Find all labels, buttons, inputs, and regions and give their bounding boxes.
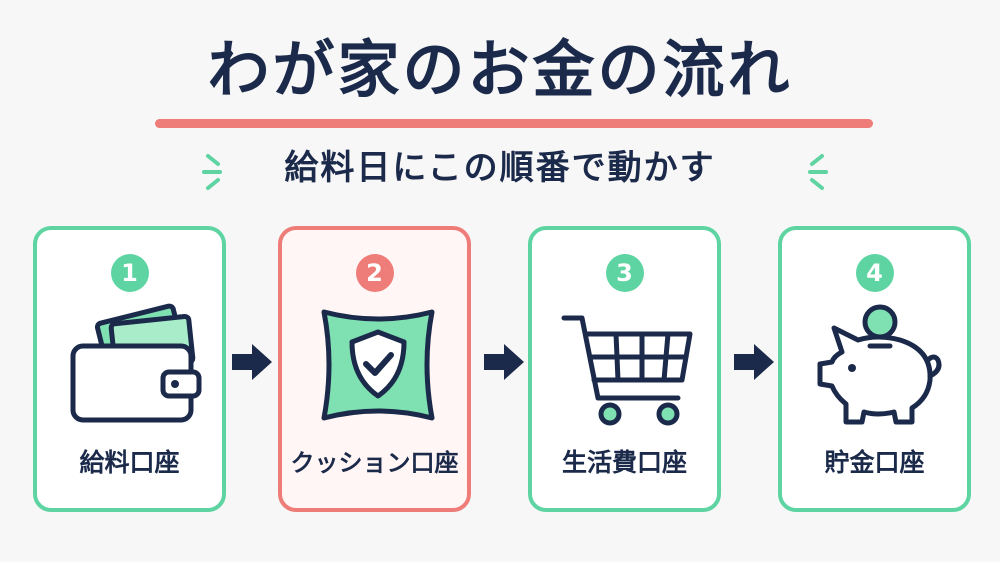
step-label-2: クッション口座: [290, 449, 459, 477]
step-label-4: 貯金口座: [824, 448, 925, 477]
shopping-cart-icon: [561, 315, 693, 426]
piggy-bank-icon: [817, 304, 942, 425]
right-sparkle-icon: [808, 154, 828, 190]
arrow-right-icon: [734, 344, 774, 380]
step-card-4: 4 貯金口座: [778, 226, 971, 512]
page-title: わが家のお金の流れ: [207, 33, 793, 106]
step-label-1: 給料口座: [79, 448, 180, 477]
step-card-1: 1 給料口座: [33, 226, 226, 512]
step-number-4: 4: [855, 254, 894, 292]
step-number-3: 3: [605, 254, 644, 292]
left-sparkle-icon: [202, 154, 222, 190]
step-card-3: 3 生活費口座: [528, 226, 721, 512]
shield-cushion-icon: [321, 309, 435, 421]
step-label-3: 生活費口座: [561, 448, 687, 477]
wallet-icon: [70, 303, 202, 423]
step-card-2: 2 クッション口座: [278, 226, 471, 512]
step-number-2: 2: [355, 254, 394, 292]
arrow-right-icon: [484, 344, 524, 380]
arrow-right-icon: [232, 344, 272, 380]
step-number-1: 1: [110, 254, 149, 292]
subtitle: 給料日にこの順番で動かす: [284, 148, 716, 188]
title-underline: [155, 119, 873, 128]
